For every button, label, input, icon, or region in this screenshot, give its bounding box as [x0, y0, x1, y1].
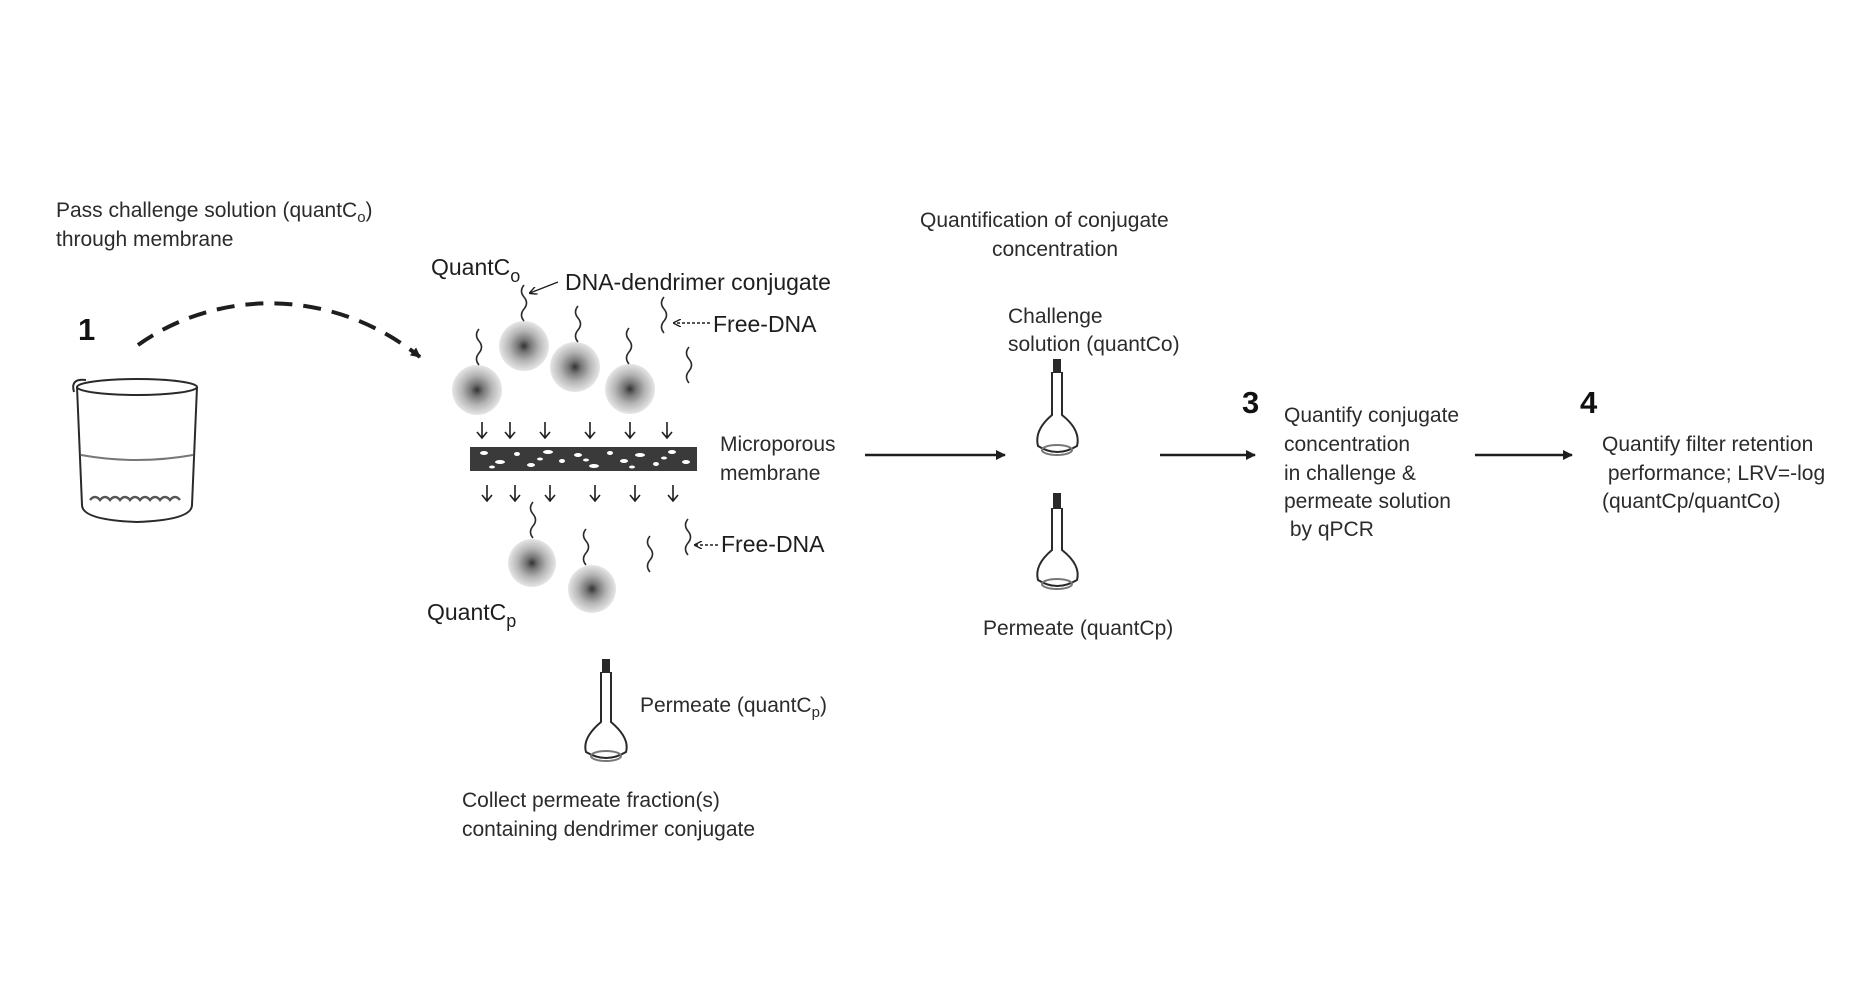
step-1-number: 1	[78, 312, 95, 348]
transfer-arrow	[138, 303, 420, 357]
flow-arrows-bottom	[482, 485, 678, 501]
quantification-title-line1: Quantification of conjugate	[920, 206, 1169, 235]
quant-co-label: QuantCo	[431, 253, 520, 290]
challenge-label-line1: Challenge	[1008, 302, 1103, 331]
dna-dendrimer-label: DNA-dendrimer conjugate	[565, 268, 831, 296]
permeate-flask-close: )	[820, 694, 827, 717]
membrane-label-line2: membrane	[720, 459, 820, 488]
permeate-flask-text: Permeate (quantC	[640, 694, 812, 717]
free-dna-bottom-label: Free-DNA	[721, 530, 825, 558]
step-3-number: 3	[1242, 385, 1259, 421]
membrane-label-line1: Microporous	[720, 430, 836, 459]
step-3-line1: Quantify conjugate	[1284, 401, 1459, 430]
step-4-line3: (quantCp/quantCo)	[1602, 487, 1781, 516]
challenge-flask-icon	[1037, 360, 1077, 455]
flow-arrows-top	[477, 422, 672, 438]
step-4-line1: Quantify filter retention	[1602, 430, 1813, 459]
step-3-line5: by qPCR	[1284, 515, 1374, 544]
microporous-membrane	[470, 447, 697, 471]
quant-cp-text: QuantC	[427, 599, 506, 625]
quant-co-text: QuantC	[431, 254, 510, 280]
dna-dendrimer-pointer	[530, 282, 558, 293]
step-1-caption-text: Pass challenge solution (quantC	[56, 199, 357, 222]
quant-cp-label: QuantCp	[427, 598, 516, 635]
permeate-flask-sub: p	[812, 704, 820, 721]
challenge-label-line2: solution (quantCo)	[1008, 330, 1180, 359]
beaker-icon	[73, 379, 197, 522]
quant-co-sub: o	[510, 266, 520, 286]
step-1-caption-line2: through membrane	[56, 225, 233, 254]
dendrimer-conjugates-bottom	[508, 539, 616, 613]
dendrimer-conjugates-top	[452, 321, 655, 415]
step-3-line4: permeate solution	[1284, 487, 1451, 516]
quant-permeate-label: Permeate (quantCp)	[983, 614, 1173, 643]
step-3-line2: concentration	[1284, 430, 1410, 459]
collect-caption-line1: Collect permeate fraction(s)	[462, 786, 720, 815]
quantification-title-line2: concentration	[992, 235, 1118, 264]
step-4-line2: performance; LRV=-log	[1602, 459, 1825, 488]
permeate-flask-label: Permeate (quantCp)	[640, 691, 827, 727]
step-1-caption-close: )	[366, 199, 373, 222]
quant-cp-sub: p	[506, 611, 516, 631]
step-3-line3: in challenge &	[1284, 459, 1416, 488]
step-4-number: 4	[1580, 385, 1597, 421]
free-dna-top-label: Free-DNA	[713, 310, 817, 338]
collect-caption-line2: containing dendrimer conjugate	[462, 815, 755, 844]
step-1-caption-sub: o	[357, 209, 365, 226]
permeate-flask-icon	[585, 660, 626, 761]
quant-permeate-flask-icon	[1037, 494, 1077, 589]
